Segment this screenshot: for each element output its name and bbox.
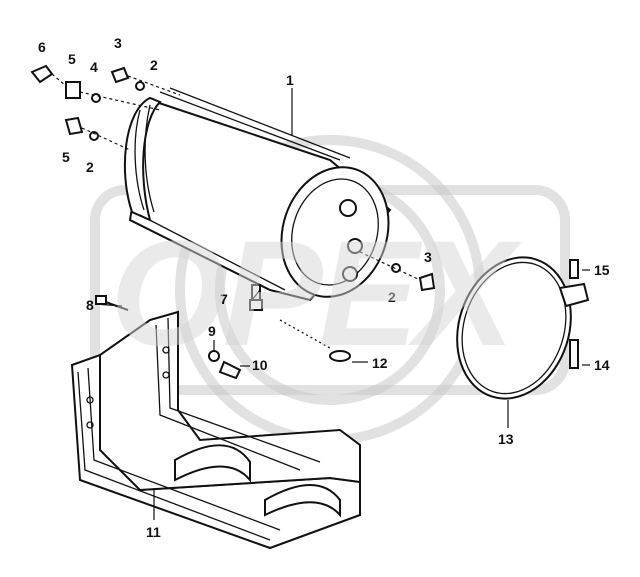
callout-labels: 1 2 2 2 3 3 4 5 5 6 7 8 9 10 11 12 13 15… [38, 35, 610, 540]
callout-1: 1 [286, 72, 294, 88]
bolt-14 [569, 339, 579, 369]
bracket [70, 310, 361, 550]
washer-2 [135, 81, 145, 91]
fasteners-9-10 [208, 350, 242, 380]
callout-5b: 5 [62, 149, 70, 165]
callout-9: 9 [208, 323, 216, 339]
callout-2b: 2 [86, 159, 94, 175]
callout-2a: 2 [150, 57, 158, 73]
callout-4: 4 [90, 59, 98, 75]
nut-3b [418, 272, 436, 292]
fittings-top-left [30, 64, 181, 151]
callout-14: 14 [594, 357, 610, 373]
fitting-5b [64, 116, 84, 136]
callout-7: 7 [220, 291, 228, 307]
bolt-8-head [249, 299, 263, 311]
callout-6: 6 [38, 39, 46, 55]
washer-10 [218, 360, 242, 380]
callout-5a: 5 [68, 51, 76, 67]
fittings-tank-end [359, 251, 436, 292]
callout-leaders [94, 88, 590, 520]
strap-fasteners [569, 259, 579, 369]
callout-3a: 3 [114, 35, 122, 51]
callout-3b: 3 [424, 249, 432, 265]
tank [123, 87, 392, 302]
watermark-text: OPEX [110, 209, 523, 377]
callout-11: 11 [146, 524, 161, 540]
callout-15: 15 [594, 262, 610, 278]
callout-2c: 2 [388, 289, 396, 305]
callout-8: 8 [86, 297, 94, 313]
nut-15 [569, 259, 579, 279]
nut-3 [110, 66, 130, 84]
callout-10: 10 [252, 357, 268, 373]
washer-2b [89, 131, 99, 141]
fitting-5 [65, 81, 81, 99]
plug-6 [30, 64, 54, 84]
drain-valve [279, 319, 351, 362]
callout-13: 13 [498, 431, 514, 447]
strap [456, 256, 590, 400]
callout-12: 12 [372, 355, 388, 371]
drain-valve-12 [329, 350, 351, 362]
